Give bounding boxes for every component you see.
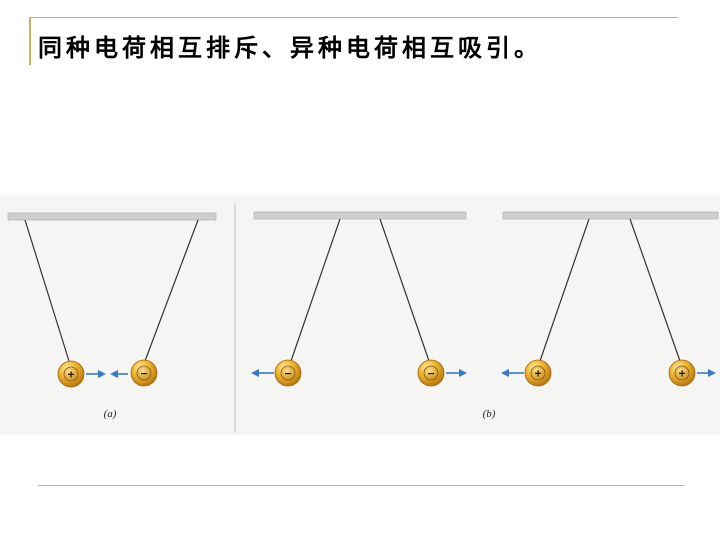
string: [24, 219, 70, 362]
top-rule: [30, 17, 678, 18]
force-arrow: [446, 369, 467, 377]
support-bar: [253, 211, 467, 220]
charged-ball: −: [417, 359, 445, 387]
charged-ball: −: [274, 359, 302, 387]
force-arrow: [110, 370, 128, 378]
charge-label: −: [427, 367, 434, 381]
panel-label: (a): [104, 408, 117, 420]
charge-label: +: [678, 367, 685, 381]
charge-label: −: [284, 367, 291, 381]
force-arrow: [501, 369, 524, 377]
left-rule: [29, 17, 31, 65]
charge-label: +: [67, 368, 74, 382]
string: [379, 218, 430, 362]
photo-background: [0, 195, 720, 435]
force-arrow: [86, 370, 106, 378]
force-arrow: [697, 369, 716, 377]
charge-label: +: [534, 367, 541, 381]
support-bar: [7, 212, 217, 221]
charged-ball: +: [57, 360, 85, 388]
panel-label: (b): [483, 408, 496, 420]
string: [290, 218, 341, 362]
support-bar: [502, 211, 719, 220]
string: [144, 219, 199, 362]
bottom-rule: [38, 485, 684, 486]
panel-a: + − (a): [7, 212, 217, 420]
force-arrow: [251, 369, 274, 377]
charged-ball: +: [524, 359, 552, 387]
charge-diagram: + − (a) −: [0, 195, 720, 435]
panel-b: − − (b): [251, 211, 496, 420]
string: [629, 218, 681, 362]
charged-ball: +: [668, 359, 696, 387]
panel-divider: [234, 203, 236, 433]
slide-title: 同种电荷相互排斥、异种电荷相互吸引。: [38, 33, 542, 62]
string: [539, 218, 590, 362]
charge-label: −: [140, 367, 147, 381]
panel-c: + +: [501, 211, 719, 387]
charged-ball: −: [130, 359, 158, 387]
